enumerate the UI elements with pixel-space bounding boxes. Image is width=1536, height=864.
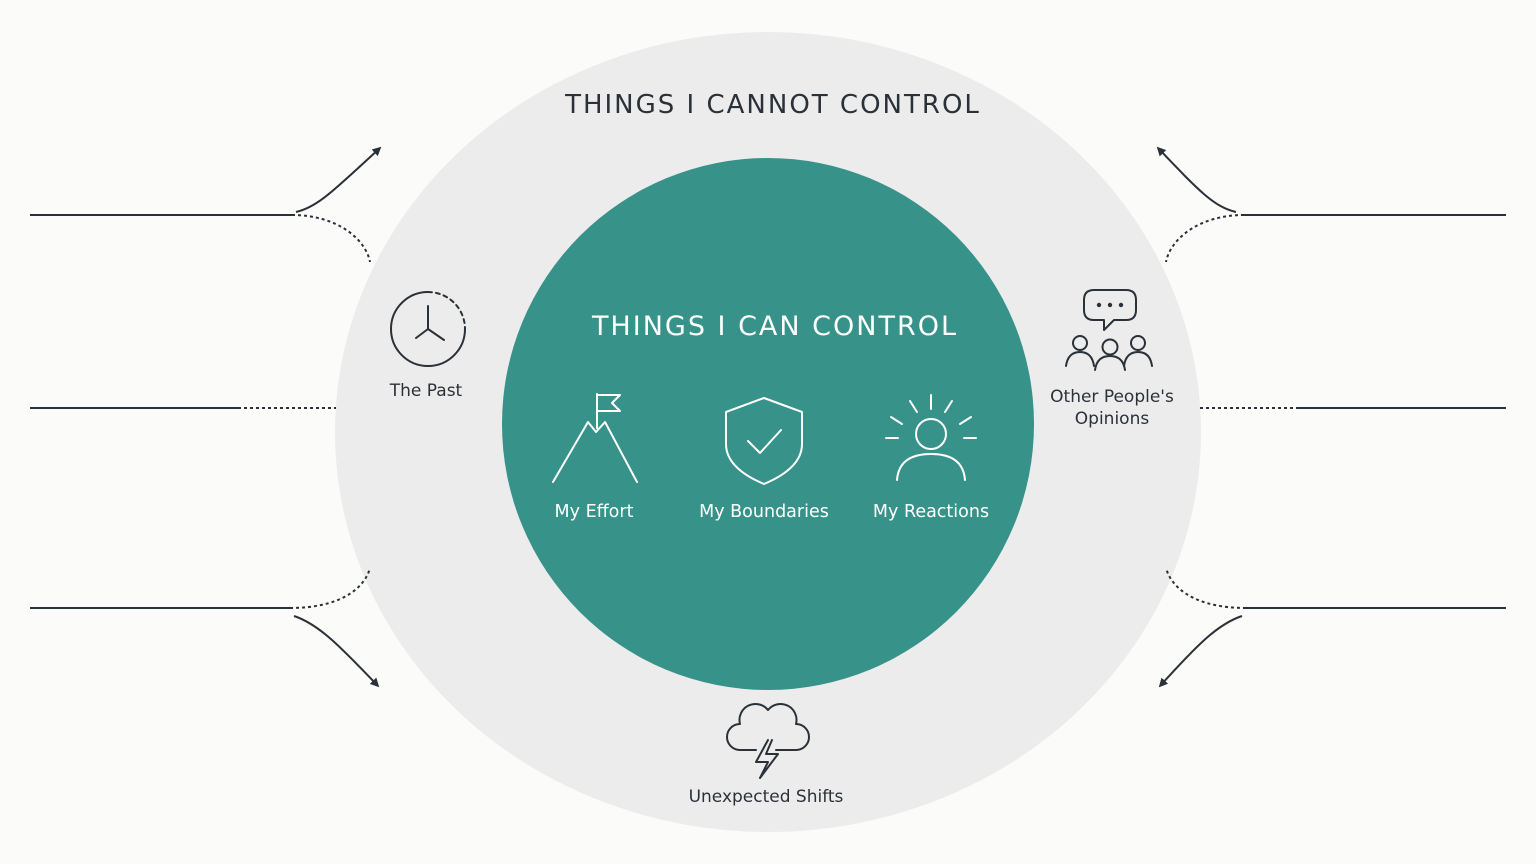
other-peoples-opinions-label-line2: Opinions	[1074, 409, 1150, 429]
my-boundaries-label: My Boundaries	[699, 502, 829, 522]
right-connector-lines	[1156, 146, 1506, 688]
unexpected-shifts-label: Unexpected Shifts	[688, 787, 844, 807]
mountain-flag-icon	[552, 393, 638, 483]
inner-circle	[502, 158, 1034, 690]
shield-check-icon	[725, 397, 803, 485]
left-connector-lines	[30, 146, 382, 688]
other-peoples-opinions-label-line1: Other People's	[1050, 387, 1174, 407]
person-radiating-icon	[885, 394, 977, 481]
clock-icon	[390, 291, 466, 367]
my-effort-label: My Effort	[554, 502, 634, 522]
group-speech-bubble-icon	[1065, 289, 1153, 371]
storm-cloud-icon	[726, 703, 810, 779]
inner-circle-title: THINGS I CAN CONTROL	[591, 311, 959, 342]
outer-circle-title: THINGS I CANNOT CONTROL	[565, 90, 981, 120]
the-past-label: The Past	[389, 381, 463, 401]
my-reactions-label: My Reactions	[872, 502, 990, 522]
